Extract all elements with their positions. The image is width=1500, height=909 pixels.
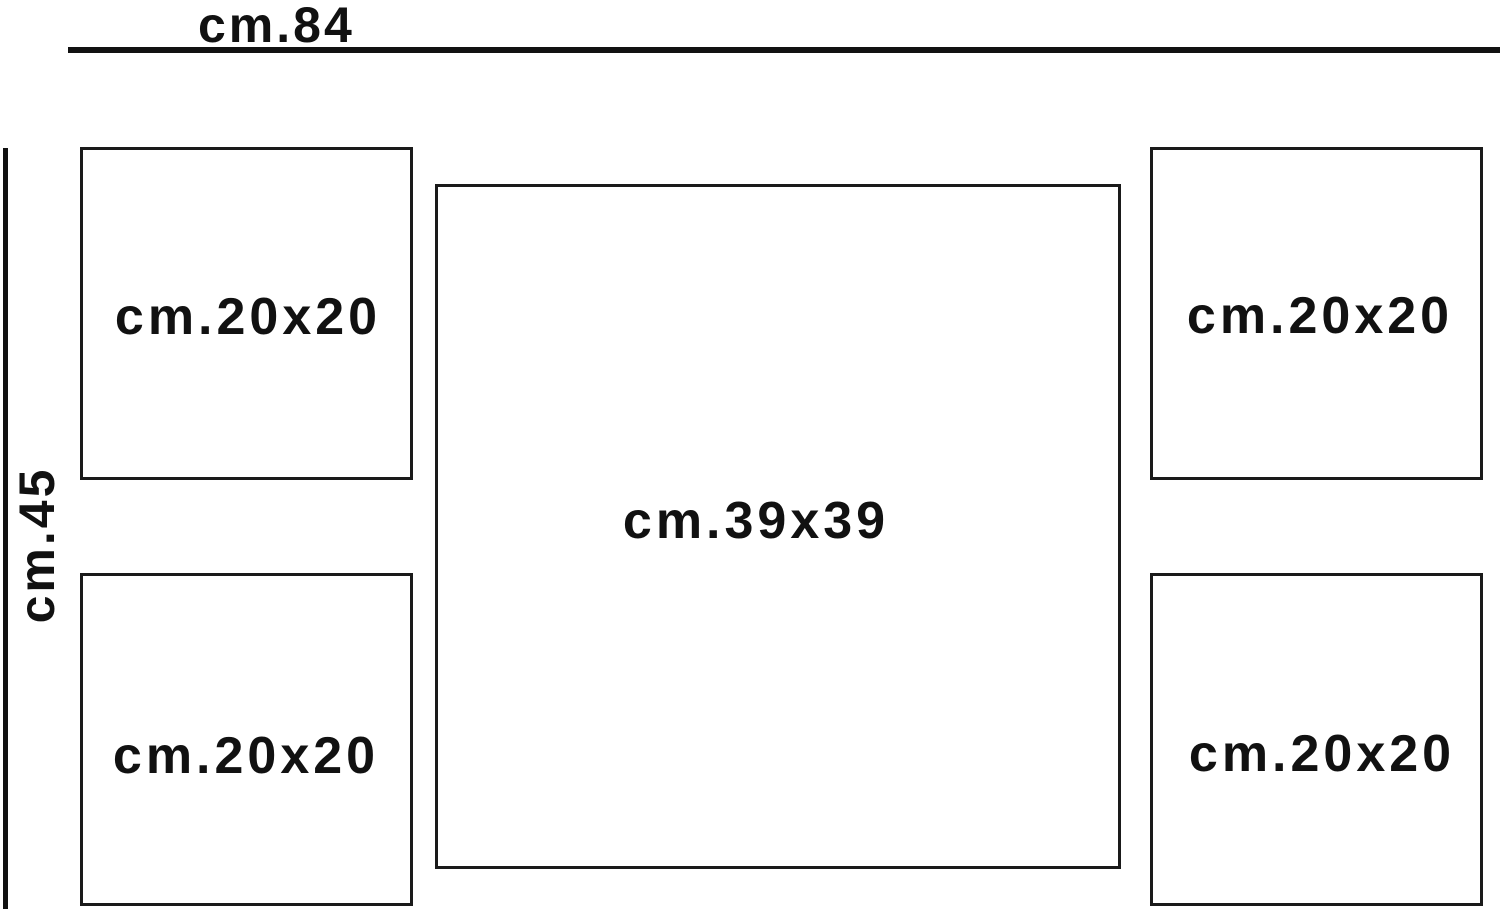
panel-top-right: cm.20x20 (1150, 147, 1483, 480)
panel-size-label: cm.39x39 (622, 492, 890, 550)
panel-bottom-right: cm.20x20 (1150, 573, 1483, 906)
overall-width-label: cm.84 (198, 0, 355, 53)
panel-size-label: cm.20x20 (1188, 725, 1456, 783)
panel-size-label: cm.20x20 (1186, 287, 1454, 345)
panel-center: cm.39x39 (435, 184, 1121, 869)
overall-height-label: cm.45 (9, 466, 65, 624)
panel-top-left: cm.20x20 (80, 147, 413, 480)
panel-size-label: cm.20x20 (114, 288, 382, 346)
overall-height-dimension-line (3, 148, 8, 909)
panel-bottom-left: cm.20x20 (80, 573, 413, 906)
panel-size-label: cm.20x20 (112, 727, 380, 785)
overall-width-dimension-line (68, 47, 1500, 53)
